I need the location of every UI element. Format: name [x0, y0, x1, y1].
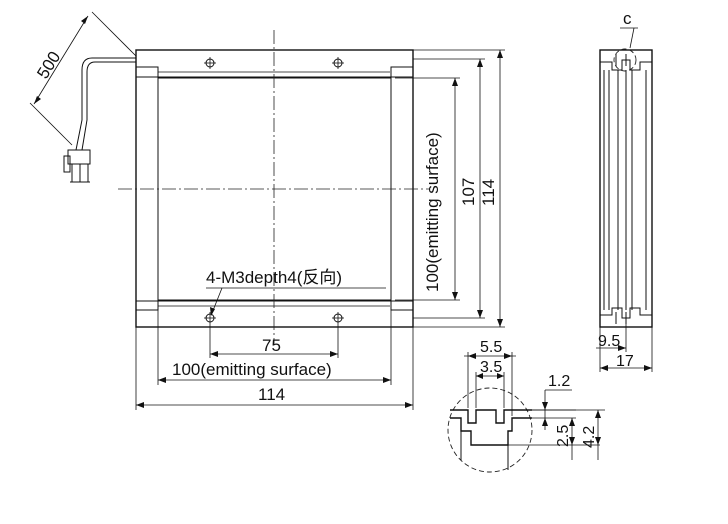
emitting-width-label: 100(emitting surface): [172, 360, 332, 379]
side-width-dimension: 17: [600, 327, 653, 372]
hole-callout-label: 4-M3depth4(反向): [206, 268, 342, 287]
overall-width-label: 114: [258, 385, 285, 404]
detail-c-view: 5.5 3.5 1.2 2.5 4.2: [447, 339, 605, 473]
side-view: c 9.5 17: [596, 9, 653, 372]
detail-dim-1-2-label: 1.2: [548, 373, 570, 390]
detail-circle: [447, 387, 533, 473]
detail-marker-circle: [613, 48, 637, 72]
detail-dim-5-5-label: 5.5: [480, 339, 502, 356]
inner-height-label: 107: [459, 178, 478, 206]
hole-callout: 4-M3depth4(反向): [206, 268, 386, 316]
mounting-hole: [332, 312, 344, 324]
detail-dim-4-2-label: 4.2: [581, 426, 598, 448]
detail-marker-label: c: [623, 9, 632, 28]
emitting-height-dimension: 100(emitting surface): [395, 77, 460, 301]
overall-height-dimension: 114: [413, 49, 505, 328]
emitting-height-label: 100(emitting surface): [423, 132, 442, 292]
mounting-hole: [204, 57, 216, 69]
hole-pitch-label: 75: [262, 336, 281, 355]
detail-dim-2-5-label: 2.5: [555, 425, 572, 447]
left-side-strip: [135, 66, 159, 311]
cable-connector: [63, 57, 136, 183]
cable-length-label: 500: [33, 48, 64, 82]
mounting-hole: [204, 312, 216, 324]
hole-pitch-dimension: 75: [209, 324, 339, 358]
emitting-width-dimension: 100(emitting surface): [157, 310, 392, 385]
overall-width-dimension: 114: [135, 327, 414, 410]
right-side-strip: [390, 66, 414, 311]
inner-height-dimension: 107: [413, 58, 485, 319]
overall-height-label: 114: [479, 179, 498, 206]
side-small-dimension: 9.5: [596, 322, 627, 372]
mounting-hole: [332, 57, 344, 69]
cable-length-dimension: 500: [29, 11, 137, 146]
side-width-label: 17: [616, 353, 634, 370]
side-small-label: 9.5: [598, 333, 620, 350]
detail-dim-3-5-label: 3.5: [480, 359, 502, 376]
front-view: 500 4-M3depth4(反向) 75 100(emitting surfa…: [29, 11, 505, 410]
